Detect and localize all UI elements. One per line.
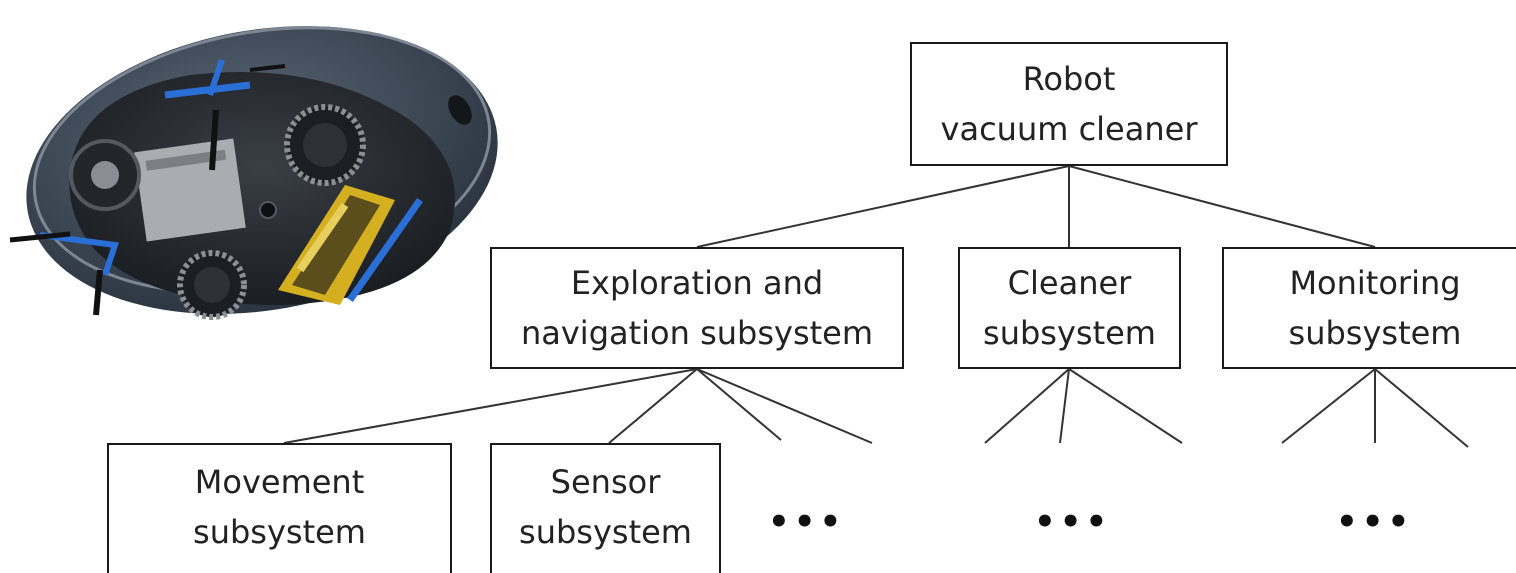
edge-exploration-sensor (608, 368, 698, 444)
robot-vacuum-image (9, 26, 498, 320)
node-label-line1: Movement (194, 463, 365, 501)
edge-monitoring-3 (1374, 368, 1469, 448)
cleaner-more-ellipsis: ••• (1034, 502, 1112, 542)
node-label-line1: Exploration and (570, 264, 824, 302)
node-movement-subsystem: Movement subsystem (107, 443, 452, 573)
edge-cleaner-2 (1059, 368, 1070, 444)
node-label-line2: subsystem (983, 314, 1156, 352)
node-monitoring-subsystem: Monitoring subsystem (1222, 247, 1516, 369)
edge-root-monitoring (1068, 165, 1376, 248)
edge-exploration-more-1 (696, 368, 782, 441)
node-label-line2: vacuum cleaner (940, 110, 1198, 148)
node-label-line2: subsystem (519, 513, 692, 551)
node-robot-vacuum-cleaner: Robot vacuum cleaner (910, 42, 1228, 166)
node-label-line2: subsystem (193, 513, 366, 551)
node-exploration-navigation-subsystem: Exploration and navigation subsystem (490, 247, 904, 369)
exploration-more-ellipsis: ••• (768, 502, 846, 542)
node-label-line2: navigation subsystem (520, 314, 874, 352)
edge-cleaner-3 (1068, 368, 1183, 444)
monitoring-more-ellipsis: ••• (1336, 502, 1414, 542)
edge-monitoring-1 (1281, 368, 1376, 444)
node-cleaner-subsystem: Cleaner subsystem (958, 247, 1181, 369)
node-label-line1: Cleaner (1007, 264, 1132, 302)
connector-lines (283, 165, 1469, 448)
node-label-line1: Monitoring (1289, 264, 1461, 302)
edge-exploration-movement (283, 368, 698, 444)
edge-exploration-more-2 (696, 368, 873, 444)
node-label-line2: subsystem (1288, 314, 1462, 352)
node-label-line1: Sensor (550, 463, 661, 501)
node-label-line1: Robot (1022, 60, 1116, 98)
edge-root-exploration (696, 165, 1070, 248)
node-sensor-subsystem: Sensor subsystem (490, 443, 721, 573)
edge-cleaner-1 (984, 368, 1070, 444)
